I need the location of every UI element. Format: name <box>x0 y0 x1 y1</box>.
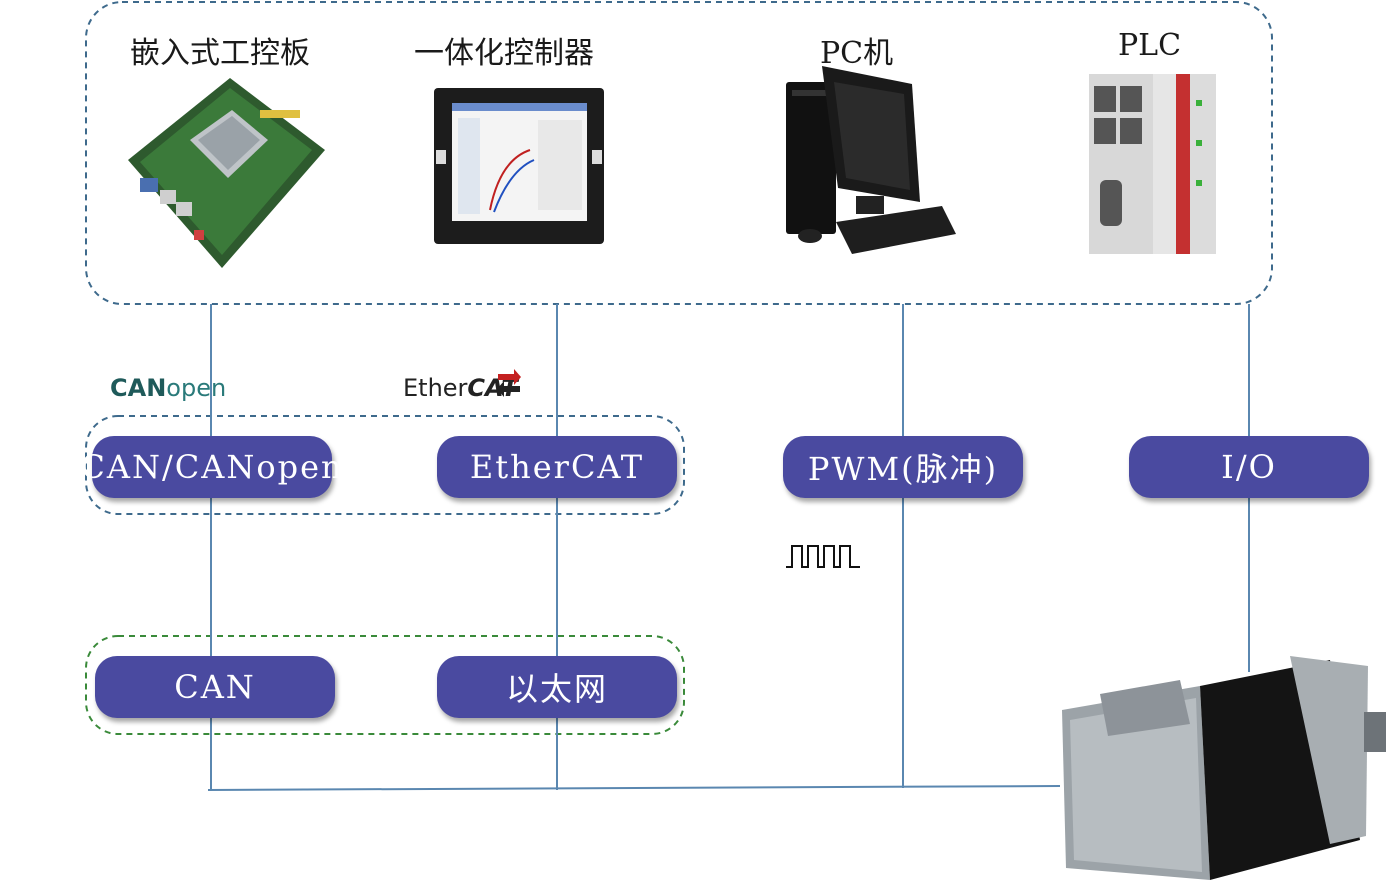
io-bus-button[interactable]: I/O <box>1129 436 1369 498</box>
embedded-board-image <box>128 78 325 268</box>
can-bus-button[interactable]: CAN <box>95 656 335 718</box>
pwm-bus-button[interactable]: PWM(脉冲) <box>783 436 1023 498</box>
plc-image <box>1089 74 1216 254</box>
ethercat-logo: EtherCAT <box>403 374 518 402</box>
ethernet-bus-button[interactable]: 以太网 <box>437 656 677 718</box>
line-bus-bottom <box>207 785 1061 791</box>
ethercat-logo-cat: CAT <box>467 374 518 402</box>
network-group-box <box>85 635 685 735</box>
integrated-controller-label: 一体化控制器 <box>414 36 594 71</box>
device-group-box <box>85 1 1273 305</box>
pc-label: PC机 <box>820 36 894 71</box>
pulse-waveform-icon <box>786 545 860 568</box>
pc-image <box>786 66 956 254</box>
embedded-board-label: 嵌入式工控板 <box>130 36 310 71</box>
fieldbus-group-box <box>85 415 685 515</box>
plc-label: PLC <box>1118 28 1182 63</box>
canopen-logo: CANopen <box>110 374 226 402</box>
servo-motor-image <box>1062 656 1386 880</box>
controller-image <box>434 88 604 244</box>
canopen-logo-open: open <box>166 374 227 402</box>
canopen-logo-can: CAN <box>110 374 167 402</box>
canopen-bus-button[interactable]: CAN/CANopen <box>80 436 342 498</box>
ethercat-logo-ether: Ether <box>403 374 468 402</box>
ethercat-bus-button[interactable]: EtherCAT <box>437 436 677 498</box>
